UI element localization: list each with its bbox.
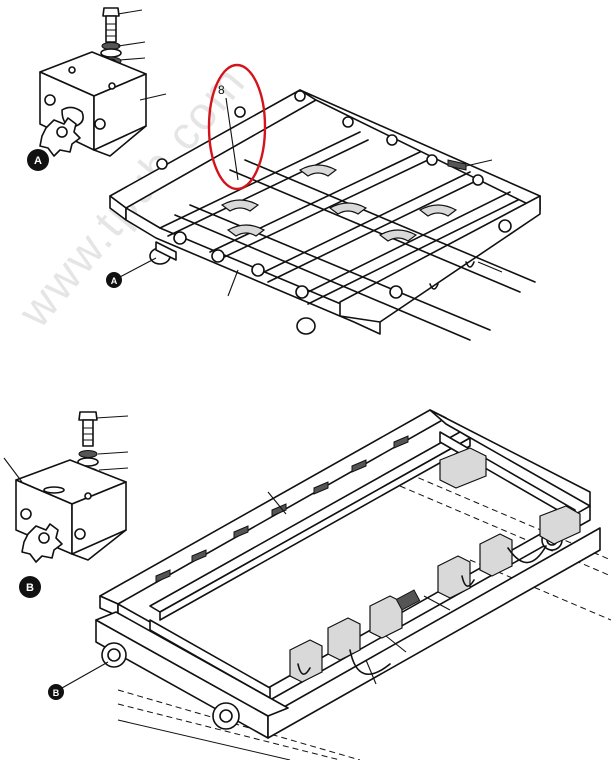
pointer-a: A [106,257,157,288]
callout-a-label: A [34,155,42,167]
pointer-b: B [48,661,109,700]
bolt-a [102,7,120,43]
view-b-rail-frame [95,409,611,760]
callout-b: B [19,576,41,598]
clamp-blocks-b [289,447,581,683]
bolt-b [78,411,98,447]
mounting-block-a [39,51,147,157]
ground-rails-b [117,469,611,760]
item-8-highlight: 8 [207,63,267,191]
view-a-mount-detail [39,7,167,157]
rail-tabs-b [155,435,409,583]
frame-clamps-a [156,90,512,299]
mounting-block-b [15,459,127,563]
pointer-a-label: A [111,276,118,286]
callout-b-label: B [26,582,34,594]
callout-a: A [27,149,49,171]
pointer-b-label: B [53,688,60,698]
view-b-mount-detail [3,411,129,563]
item-8-number: 8 [218,83,225,97]
